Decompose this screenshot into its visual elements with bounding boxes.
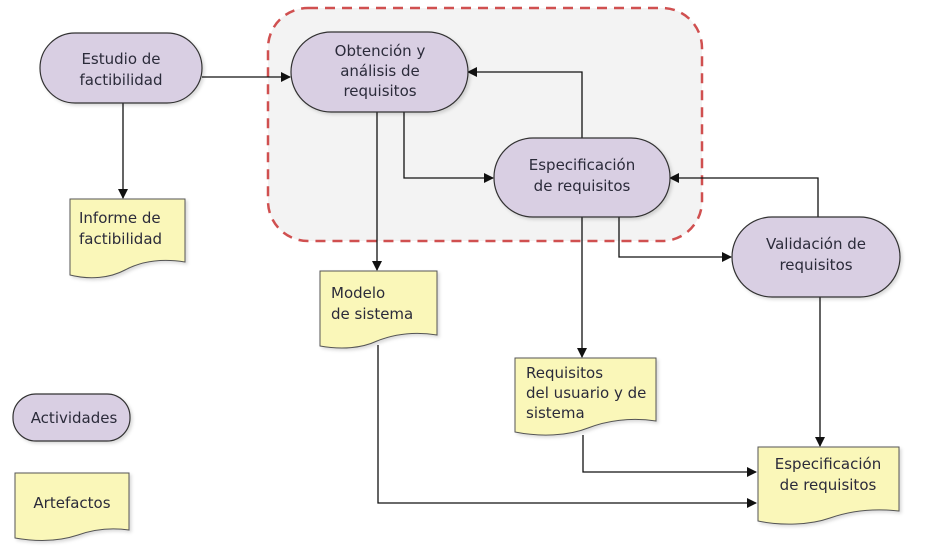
artifact-modelo-sistema <box>319 270 438 349</box>
artifact-label: Requisitos <box>526 364 603 382</box>
legend-activities-label: Actividades <box>31 409 118 427</box>
connector-validacion-especificacion <box>669 173 819 217</box>
activity-especificacion <box>493 137 671 218</box>
activity-label: Obtención y <box>335 42 426 60</box>
connector-especificacion-validacion <box>618 217 732 262</box>
activity-estudio-factibilidad <box>39 32 203 104</box>
activity-label: análisis de <box>340 62 420 80</box>
legend: Actividades Artefactos <box>12 393 131 541</box>
connector-especificacion-obtencion <box>467 67 583 138</box>
artifact-label: sistema <box>526 404 585 422</box>
connector-modelo-especificacion-doc <box>377 345 757 508</box>
connector-obtencion-especificacion <box>403 112 494 183</box>
artifact-label: Modelo <box>331 284 385 302</box>
activity-obtencion-analisis <box>290 31 469 113</box>
legend-activity-swatch <box>12 393 131 442</box>
legend-artifacts-label: Artefactos <box>33 494 110 512</box>
activity-label: requisitos <box>779 256 852 274</box>
artifact-label: de requisitos <box>780 476 877 494</box>
artifact-label: de sistema <box>331 305 413 323</box>
connector-requisitos-especificacion-doc <box>582 435 757 477</box>
activity-label: factibilidad <box>79 71 162 89</box>
activity-label: Validación de <box>766 235 866 253</box>
artifact-label: del usuario y de <box>526 384 646 402</box>
activity-validacion <box>731 216 901 298</box>
activity-label: Estudio de <box>81 50 160 68</box>
artifact-label: Especificación <box>775 455 881 473</box>
activity-label: requisitos <box>343 82 416 100</box>
activity-label: de requisitos <box>534 177 631 195</box>
artifact-requisitos-usuario-sistema <box>514 357 657 436</box>
artifact-label: Informe de <box>79 209 161 227</box>
artifact-especificacion-requisitos <box>757 446 900 525</box>
artifact-informe-factibilidad <box>69 198 186 279</box>
legend-artifact-swatch <box>14 472 130 541</box>
activity-label: Especificación <box>529 156 635 174</box>
artifact-label: factibilidad <box>79 230 162 248</box>
